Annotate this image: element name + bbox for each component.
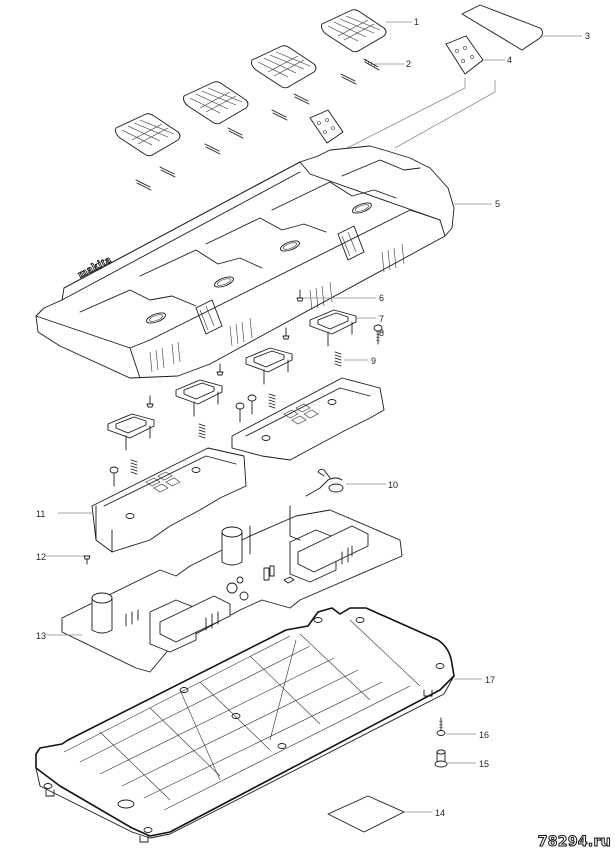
housing-cover: makita: [35, 145, 455, 379]
indicator-window: [195, 299, 223, 335]
tapping-screw: [247, 394, 257, 415]
spring: [227, 127, 244, 139]
callout-labels: 1 2 3 4 5 6 7 8 9 10 11 12 13 14 15 16 1…: [36, 17, 590, 818]
housing-base: [35, 607, 455, 843]
button-cap: [251, 45, 317, 89]
tapping-screw: [373, 324, 383, 345]
indicator-window: [337, 225, 365, 261]
terminal-spring: [198, 423, 206, 439]
terminal-slot: [280, 240, 300, 252]
lead-wire: [305, 468, 344, 497]
callout-6: 6: [379, 293, 384, 303]
spring: [363, 58, 380, 71]
button-cap: [183, 81, 249, 125]
callout-15: 15: [479, 759, 489, 769]
terminal-slot: [146, 312, 166, 324]
terminal-frame: [91, 447, 247, 553]
button-cap: [321, 9, 387, 53]
terminal-holder: [245, 347, 293, 385]
assembly-line: [394, 80, 496, 149]
callout-4: 4: [507, 55, 512, 65]
button-cap: [115, 113, 181, 157]
indicator-label: [309, 109, 344, 144]
rating-label: [327, 795, 405, 833]
circuit-board: [61, 505, 403, 673]
terminal-holder: [107, 413, 155, 451]
spring: [271, 109, 288, 121]
callout-17: 17: [485, 675, 495, 685]
callout-leaders: [46, 21, 582, 813]
screw: [216, 363, 224, 376]
screw: [282, 327, 290, 340]
spring: [340, 73, 357, 85]
spring: [159, 166, 176, 178]
callout-13: 13: [36, 631, 46, 641]
callout-8: 8: [379, 328, 384, 338]
callout-2: 2: [406, 59, 411, 69]
tapping-screw: [235, 402, 245, 423]
terminal-slot: [214, 276, 234, 288]
capacitor: [221, 526, 243, 566]
spring-group: [135, 58, 380, 191]
button-cap-group: [115, 9, 387, 157]
capacitor: [91, 592, 113, 634]
callout-9: 9: [371, 356, 376, 366]
terminal-frame: [231, 377, 385, 461]
callout-16: 16: [479, 730, 489, 740]
terminal-slot: [352, 202, 372, 214]
terminal-holder: [175, 379, 223, 417]
callout-11: 11: [36, 509, 45, 519]
terminal-spring: [334, 351, 342, 367]
tapping-screw: [109, 466, 119, 487]
callout-5: 5: [495, 199, 500, 209]
spring: [135, 179, 152, 191]
spring: [204, 143, 221, 155]
callout-3: 3: [585, 31, 590, 41]
terminal-holder: [309, 309, 357, 347]
callout-14: 14: [435, 808, 445, 818]
callout-7: 7: [379, 314, 384, 324]
rubber-foot: [434, 749, 448, 768]
base-screw: [436, 717, 446, 736]
screw: [296, 289, 304, 302]
pcb-screw: [83, 555, 91, 565]
watermark: 78294.ru: [537, 834, 611, 851]
callout-12: 12: [36, 552, 46, 562]
name-plate: [461, 4, 543, 51]
callout-1: 1: [414, 17, 419, 27]
spring: [293, 93, 310, 105]
screw: [146, 395, 154, 408]
indicator-label: [445, 35, 484, 75]
terminal-spring: [130, 459, 138, 475]
assembly-line: [319, 78, 466, 163]
callout-10: 10: [388, 480, 398, 490]
terminal-spring: [268, 393, 276, 409]
